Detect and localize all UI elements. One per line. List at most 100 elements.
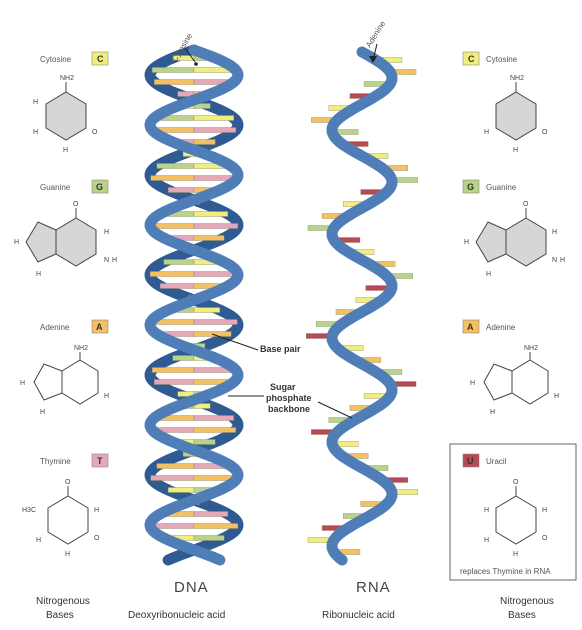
dna-base-adenine xyxy=(151,367,195,373)
dna-base-adenine xyxy=(193,139,216,145)
svg-text:H: H xyxy=(484,507,489,514)
svg-text:H: H xyxy=(40,409,45,416)
left-base-column: Cytosine C NH2 H H H O Guanine G O xyxy=(14,51,117,621)
dna-base-guanine xyxy=(163,259,195,265)
base-pair-callout: Base pair xyxy=(211,333,301,354)
right-cytosine: C Cytosine NH2 H H O xyxy=(462,51,548,154)
left-guanine-badge xyxy=(91,179,109,194)
left-cytosine: Cytosine C NH2 H H H O xyxy=(33,51,109,154)
dna-base-thymine xyxy=(193,511,229,517)
dna-strands-front xyxy=(144,44,244,566)
svg-text:H: H xyxy=(490,409,495,416)
dna-base-adenine xyxy=(149,271,195,277)
svg-text:NH2: NH2 xyxy=(74,345,88,352)
right-uracil-name: Uracil xyxy=(486,457,507,466)
right-uracil-box: U Uracil O H H H O H replaces Thymine in… xyxy=(449,443,577,581)
right-caption-line2: Bases xyxy=(508,610,536,621)
dna-subtitle: Deoxyribonucleic acid xyxy=(128,610,225,621)
base-pair-label: Base pair xyxy=(260,344,301,354)
dna-title: DNA xyxy=(174,579,209,596)
svg-text:NH2: NH2 xyxy=(524,345,538,352)
svg-text:H: H xyxy=(20,380,25,387)
dna-base-thymine xyxy=(193,223,239,229)
dna-base-cytosine xyxy=(193,403,211,409)
rna-subtitle: Ribonucleic acid xyxy=(322,610,395,621)
left-caption-line1: Nitrogenous xyxy=(36,596,90,607)
svg-text:H3C: H3C xyxy=(22,507,36,514)
left-cytosine-name: Cytosine xyxy=(40,55,72,64)
svg-text:H: H xyxy=(464,239,469,246)
dna-base-cytosine xyxy=(167,487,195,493)
svg-text:H: H xyxy=(33,129,38,136)
svg-text:H: H xyxy=(542,507,547,514)
svg-text:H: H xyxy=(104,393,109,400)
left-thymine-name: Thymine xyxy=(40,457,71,466)
uracil-note: replaces Thymine in RNA xyxy=(460,567,551,576)
dna-base-adenine xyxy=(193,235,225,241)
dna-base-adenine xyxy=(193,523,239,529)
svg-text:H: H xyxy=(63,147,68,154)
left-thymine: Thymine T H3C O H H O H xyxy=(22,453,109,558)
dna-backbone-strand-b xyxy=(144,44,244,566)
dna-base-adenine xyxy=(150,175,195,181)
dna-base-adenine xyxy=(193,427,237,433)
svg-text:NH2: NH2 xyxy=(510,75,524,82)
dna-base-thymine xyxy=(193,127,237,133)
dna-base-cytosine xyxy=(193,307,221,313)
dna-backbone-strand-a xyxy=(144,44,244,566)
right-cytosine-name: Cytosine xyxy=(486,55,518,64)
right-adenine-badge xyxy=(462,319,480,334)
svg-text:H: H xyxy=(552,229,557,236)
cytosine-structure: NH2 H H H O xyxy=(33,75,98,154)
svg-text:H: H xyxy=(104,229,109,236)
left-cytosine-letter: C xyxy=(97,54,104,64)
right-caption-line1: Nitrogenous xyxy=(500,596,554,607)
dna-base-cytosine xyxy=(193,115,235,121)
right-guanine-badge xyxy=(462,179,480,194)
svg-text:H: H xyxy=(560,257,565,264)
svg-text:N: N xyxy=(552,257,557,264)
right-adenine-letter: A xyxy=(467,322,474,332)
svg-text:H: H xyxy=(484,537,489,544)
svg-text:O: O xyxy=(513,479,519,486)
backbone-label-line1: Sugar xyxy=(270,382,296,392)
svg-text:H: H xyxy=(486,271,491,278)
left-guanine-letter: G xyxy=(96,182,103,192)
right-uracil-letter: U xyxy=(467,456,474,466)
right-adenine: A Adenine NH2 H H H xyxy=(462,319,559,416)
dna-base-cytosine xyxy=(193,211,229,217)
svg-text:H: H xyxy=(513,147,518,154)
left-guanine-name: Guanine xyxy=(40,183,71,192)
right-guanine: G Guanine O H H H N H xyxy=(462,179,565,278)
right-guanine-name: Guanine xyxy=(486,183,517,192)
backbone-label-line3: backbone xyxy=(268,404,310,414)
svg-text:O: O xyxy=(542,129,548,136)
left-thymine-letter: T xyxy=(97,456,103,466)
uracil-structure: O H H H O H xyxy=(484,479,548,558)
left-guanine: Guanine G O H H H N H xyxy=(14,179,117,278)
guanine-structure: O H H H N H xyxy=(14,201,117,278)
svg-text:O: O xyxy=(94,535,100,542)
svg-text:H: H xyxy=(484,129,489,136)
dna-double-helix xyxy=(144,44,244,566)
rna-backbone-strand xyxy=(326,46,398,566)
left-cytosine-badge xyxy=(91,51,109,66)
svg-text:O: O xyxy=(542,535,548,542)
left-adenine-letter: A xyxy=(96,322,103,332)
thymine-structure: H3C O H H O H xyxy=(22,479,100,558)
right-adenine-name: Adenine xyxy=(486,323,516,332)
svg-text:H: H xyxy=(470,380,475,387)
svg-text:H: H xyxy=(65,551,70,558)
svg-text:H: H xyxy=(36,271,41,278)
adenine-structure: NH2 H H H xyxy=(20,345,109,416)
left-adenine: Adenine A NH2 H H H xyxy=(20,319,109,416)
dna-base-thymine xyxy=(193,415,235,421)
svg-text:H: H xyxy=(554,393,559,400)
svg-text:O: O xyxy=(65,479,71,486)
svg-text:O: O xyxy=(92,129,98,136)
svg-text:NH2: NH2 xyxy=(60,75,74,82)
svg-text:H: H xyxy=(513,551,518,558)
cytosine-structure-right: NH2 H H O xyxy=(484,75,548,154)
right-cytosine-badge xyxy=(462,51,480,66)
